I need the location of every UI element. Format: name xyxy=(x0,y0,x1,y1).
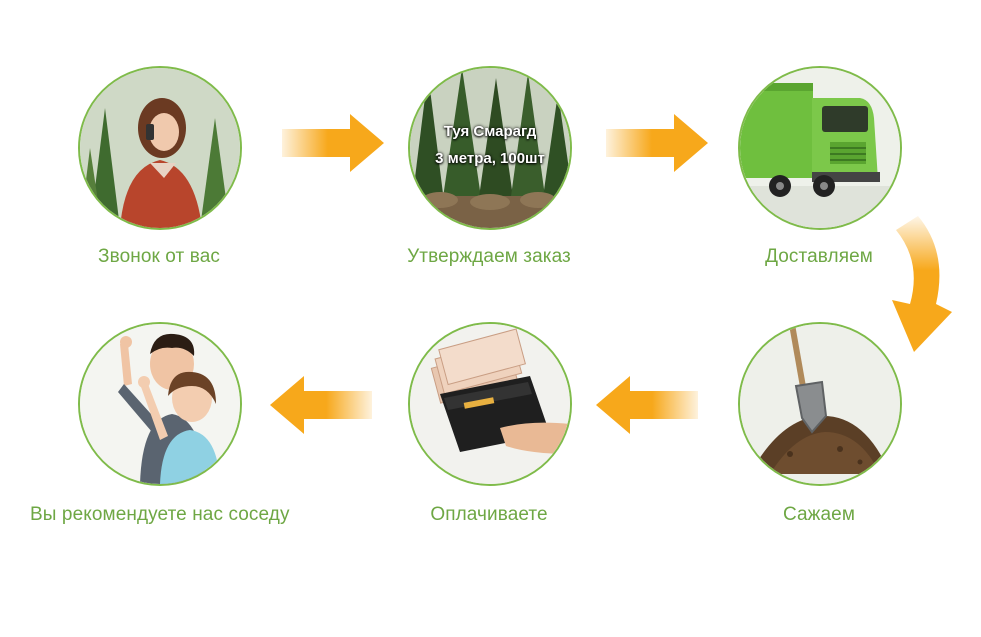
step-confirm-order: Туя Смарагд 3 метра, 100шт xyxy=(408,66,578,236)
wallet-money-image xyxy=(408,322,572,486)
happy-couple-image xyxy=(78,322,242,486)
arrow-curved-down-icon xyxy=(888,212,956,359)
step-call xyxy=(78,66,248,236)
step-recommend xyxy=(78,322,248,492)
arrow-right-icon xyxy=(282,112,386,179)
step-pay xyxy=(408,322,578,492)
arrow-left-icon xyxy=(594,374,698,441)
arrow-left-icon xyxy=(268,374,372,441)
step-plant xyxy=(738,322,908,492)
order-product-text: Туя Смарагд xyxy=(443,123,537,140)
step-deliver-label: Доставляем xyxy=(765,246,873,267)
shovel-soil-image xyxy=(738,322,902,486)
order-quantity-text: 3 метра, 100шт xyxy=(435,150,545,167)
step-call-label: Звонок от вас xyxy=(98,246,220,267)
green-truck-image xyxy=(738,66,902,230)
step-recommend-label: Вы рекомендуете нас соседу xyxy=(30,504,290,525)
step-plant-label: Сажаем xyxy=(782,504,855,525)
arrow-right-icon xyxy=(606,112,710,179)
step-deliver xyxy=(738,66,908,236)
woman-phone-image xyxy=(78,66,242,230)
step-confirm-order-label: Утверждаем заказ xyxy=(407,246,571,267)
step-pay-label: Оплачиваете xyxy=(430,504,548,525)
thuja-trees-image: Туя Смарагд 3 метра, 100шт xyxy=(408,66,572,230)
